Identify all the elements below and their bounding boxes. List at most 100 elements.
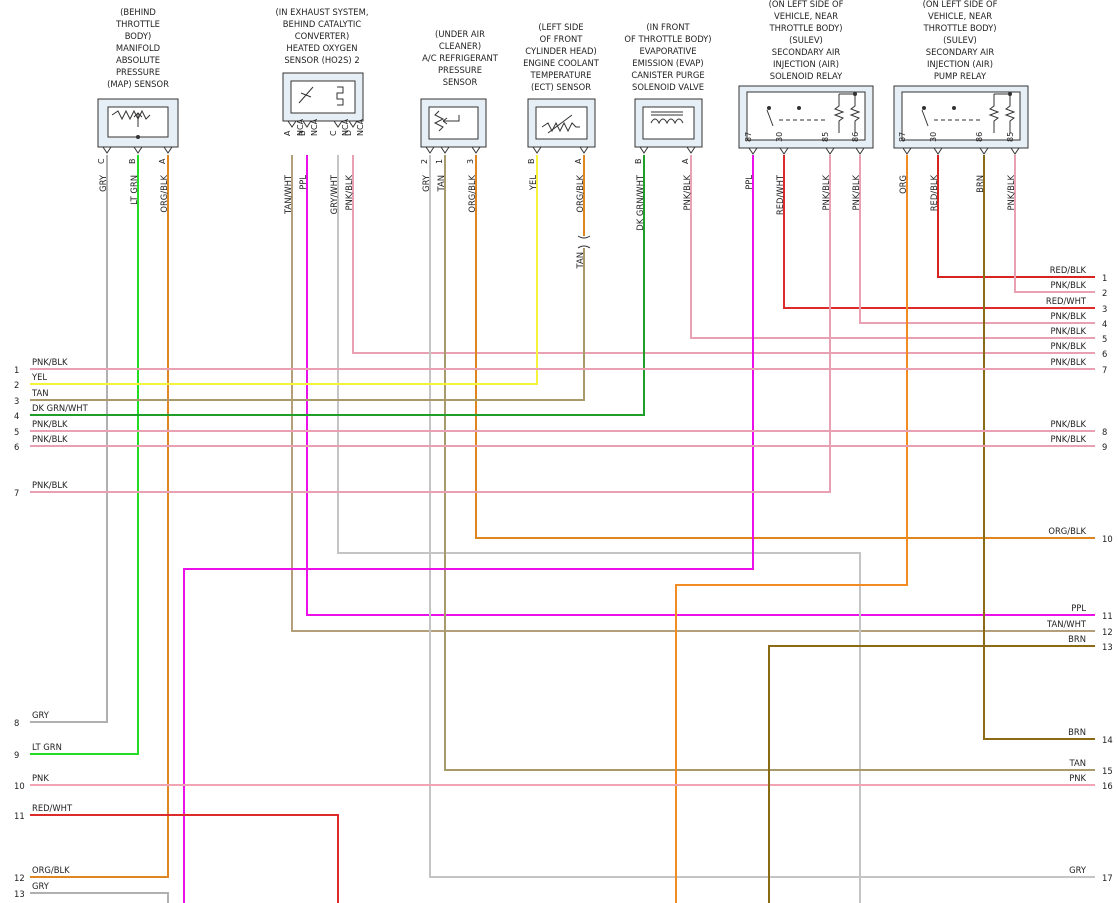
component-label-line: (IN EXHAUST SYSTEM, [276,7,369,17]
pin-arrow [639,146,649,154]
wire-color-label: YEL [528,175,538,191]
pin-arrow [532,146,542,154]
relay-inner [746,91,866,141]
component-label-line: SECONDARY AIR [772,47,841,57]
wire-color-label: BRN [975,175,985,193]
terminal-number: 6 [1102,349,1107,359]
wire-color-label: PPL [744,175,754,190]
wire-solrelay-pnkblk-86 [859,155,1095,324]
component-label-line: TEMPERATURE [530,70,592,80]
terminal-wire-label: ORG/BLK [32,865,70,875]
pin-arrow [133,146,143,154]
component-label-line: MANIFOLD [116,43,160,53]
component-label-line: SENSOR (HO2S) 2 [284,55,359,65]
component-label-line: EVAPORATIVE [639,46,696,56]
pin-label: 86 [975,132,984,142]
pin-arrow [302,120,312,128]
component-label-line: PRESSURE [438,65,482,75]
contact-dot [797,106,801,110]
wire-solrelay-redwht [783,155,1095,309]
terminal-wire-label: PNK/BLK [1050,419,1086,429]
junction-dot [853,92,857,96]
pin-label: NCA [310,118,319,136]
wire-layer [30,155,1095,903]
component-label-line: INJECTION (AIR) [773,59,839,69]
pin-label: A [158,158,167,164]
wire-color-label: GRY [421,174,431,192]
wire-color-label: TAN [436,175,446,192]
wire-color-label: ORG/BLK [575,175,585,213]
wire-brn-13 [768,645,1095,903]
terminal-wire-label: DK GRN/WHT [32,403,89,413]
pin-arrow [1010,147,1020,155]
wiper-symbol [133,112,143,127]
wire-evap-pnkblk [690,155,1095,339]
wiper-symbol [442,115,460,125]
terminal-number: 10 [1102,534,1113,544]
terminal-wire-label: PPL [1071,603,1086,613]
pin-label: 87 [898,132,907,142]
wire-map-gry [30,155,108,723]
component-label-line: (MAP) SENSOR [107,79,169,89]
terminal-number: 1 [14,365,19,375]
terminal-wire-label: TAN [1069,758,1086,768]
wire-ho2s-pnkblk [352,155,1095,354]
terminal-wire-label: PNK [1069,773,1086,783]
pin-label: B [527,159,536,165]
component-label-line: OF FRONT [540,34,584,44]
pin-arrow [779,147,789,155]
wire-color-label: RED/BLK [929,175,939,212]
component-label-line: PRESSURE [116,67,160,77]
pin-label: 86 [851,132,860,142]
contact-dot [952,106,956,110]
component-label-line: (IN FRONT [646,22,690,32]
terminal-number: 1 [1102,273,1107,283]
component-map[interactable]: (BEHINDTHROTTLEBODY)MANIFOLDABSOLUTEPRES… [97,7,179,165]
wire-evap-dkgrnwht [30,155,645,416]
pin-label: NCA [356,118,365,136]
terminal-wire-label: RED/WHT [32,803,73,813]
terminal-wire-label: ORG/BLK [1048,526,1086,536]
wire-color-label: LT GRN [129,175,139,205]
wire-ect-tan [30,248,585,401]
wire-ac-tan [444,155,1095,771]
terminal-number: 9 [1102,442,1107,452]
pin-label: B [128,159,137,165]
component-label-line: (ON LEFT SIDE OF [769,0,844,9]
connector-break [577,235,591,249]
pin-label: B [634,159,643,165]
terminal-number: 6 [14,442,19,452]
terminal-number: 14 [1102,735,1113,745]
pin-label: A [574,158,583,164]
heater-symbol [298,86,314,104]
pin-arrow [979,147,989,155]
terminal-number: 4 [14,411,19,421]
pin-arrow [102,146,112,154]
terminal-wire-label: TAN/WHT [1046,619,1087,629]
pin-arrow [440,146,450,154]
pin-label: D [344,130,353,136]
pin-label: B [298,131,307,137]
coil-symbol [988,94,1000,133]
terminal-number: 3 [1102,304,1107,314]
component-label-line: (LEFT SIDE [538,22,583,32]
terminal-wire-label: PNK/BLK [1050,341,1086,351]
component-label-line: THROTTLE BODY) [922,23,996,33]
pin-arrow [471,146,481,154]
terminal-wire-label: YEL [31,372,47,382]
component-ho2s[interactable]: (IN EXHAUST SYSTEM,BEHIND CATALYTICCONVE… [276,7,369,136]
